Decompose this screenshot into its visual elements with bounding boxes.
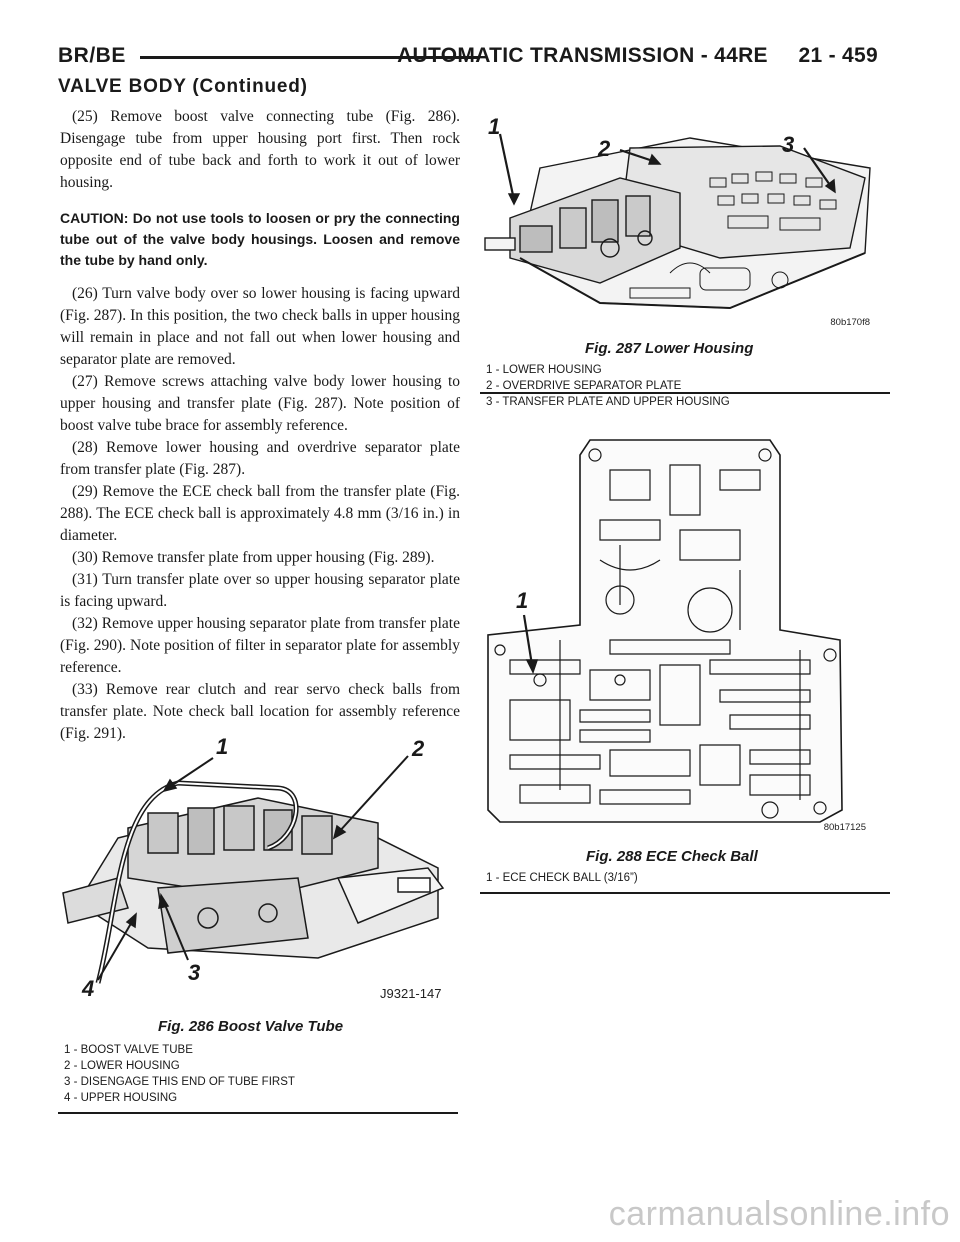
- fig288-legend: 1 - ECE CHECK BALL (3/16”): [486, 870, 638, 886]
- fig287-tag: 80b170f8: [830, 317, 870, 328]
- fig286-rule: [58, 1112, 458, 1114]
- caution-note: CAUTION: Do not use tools to loosen or p…: [60, 210, 460, 268]
- body-text-column: (25) Remove boost valve connecting tube …: [60, 106, 460, 745]
- fig288-title: Fig. 288 ECE Check Ball: [586, 848, 758, 865]
- fig286-legend-item-1: 1 - BOOST VALVE TUBE: [64, 1044, 193, 1056]
- fig287-legend-item-2: 2 - OVERDRIVE SEPARATOR PLATE: [486, 380, 682, 392]
- fig288-rule: [480, 892, 890, 894]
- fig286-callout-1: 1: [216, 734, 229, 759]
- step-32: (32) Remove upper housing separator plat…: [60, 615, 460, 676]
- fig288-callout-1: 1: [516, 588, 529, 613]
- fig287-callout-2: 2: [598, 136, 611, 161]
- header-model: BR/BE: [58, 44, 126, 67]
- footer-watermark: carmanualsonline.info: [608, 1195, 950, 1233]
- header-chapter: AUTOMATIC TRANSMISSION - 44RE 21 - 459: [397, 44, 878, 67]
- fig287-legend: 1 - LOWER HOUSING 2 - OVERDRIVE SEPARATO…: [486, 362, 730, 410]
- fig286-legend: 1 - BOOST VALVE TUBE 2 - LOWER HOUSING 3…: [64, 1042, 295, 1106]
- fig286-legend-item-3: 3 - DISENGAGE THIS END OF TUBE FIRST: [64, 1076, 295, 1088]
- fig286-callout-3: 3: [188, 960, 201, 985]
- step-31: (31) Turn transfer plate over so upper h…: [60, 571, 460, 610]
- step-30: (30) Remove transfer plate from upper ho…: [72, 549, 435, 566]
- fig287-callout-1: 1: [488, 114, 501, 139]
- fig288-legend-item-1: 1 - ECE CHECK BALL (3/16”): [486, 872, 638, 884]
- fig287-legend-item-3: 3 - TRANSFER PLATE AND UPPER HOUSING: [486, 396, 730, 408]
- fig286-legend-item-4: 4 - UPPER HOUSING: [64, 1092, 178, 1104]
- fig287-legend-item-1: 1 - LOWER HOUSING: [486, 364, 602, 376]
- fig288-illustration: 1 80b17125: [480, 410, 880, 835]
- fig286-legend-item-2: 2 - LOWER HOUSING: [64, 1060, 180, 1072]
- step-26: (26) Turn valve body over so lower housi…: [60, 285, 460, 368]
- fig286-title: Fig. 286 Boost Valve Tube: [158, 1018, 344, 1035]
- fig287-illustration: 1 2 3 80b170f8: [480, 108, 880, 330]
- fig286-illustration: 1 2 3 4 J9321-147: [58, 728, 458, 1014]
- step-25: (25) Remove boost valve connecting tube …: [60, 108, 460, 191]
- fig286-callout-2: 2: [412, 736, 425, 761]
- fig287-rule: [480, 392, 890, 394]
- fig286-tag: J9321-147: [380, 986, 442, 1001]
- fig287-title: Fig. 287 Lower Housing: [585, 340, 754, 357]
- header-rule: [140, 56, 480, 59]
- step-27: (27) Remove screws attaching valve body …: [60, 373, 460, 434]
- fig286-callout-4: 4: [82, 976, 95, 1001]
- step-29: (29) Remove the ECE check ball from the …: [60, 483, 460, 544]
- step-28: (28) Remove lower housing and overdrive …: [60, 439, 460, 478]
- step-33: (33) Remove rear clutch and rear servo c…: [60, 681, 460, 742]
- fig287-callout-3: 3: [782, 132, 795, 157]
- section-title: VALVE BODY (Continued): [58, 76, 308, 97]
- fig288-tag: 80b17125: [823, 822, 866, 833]
